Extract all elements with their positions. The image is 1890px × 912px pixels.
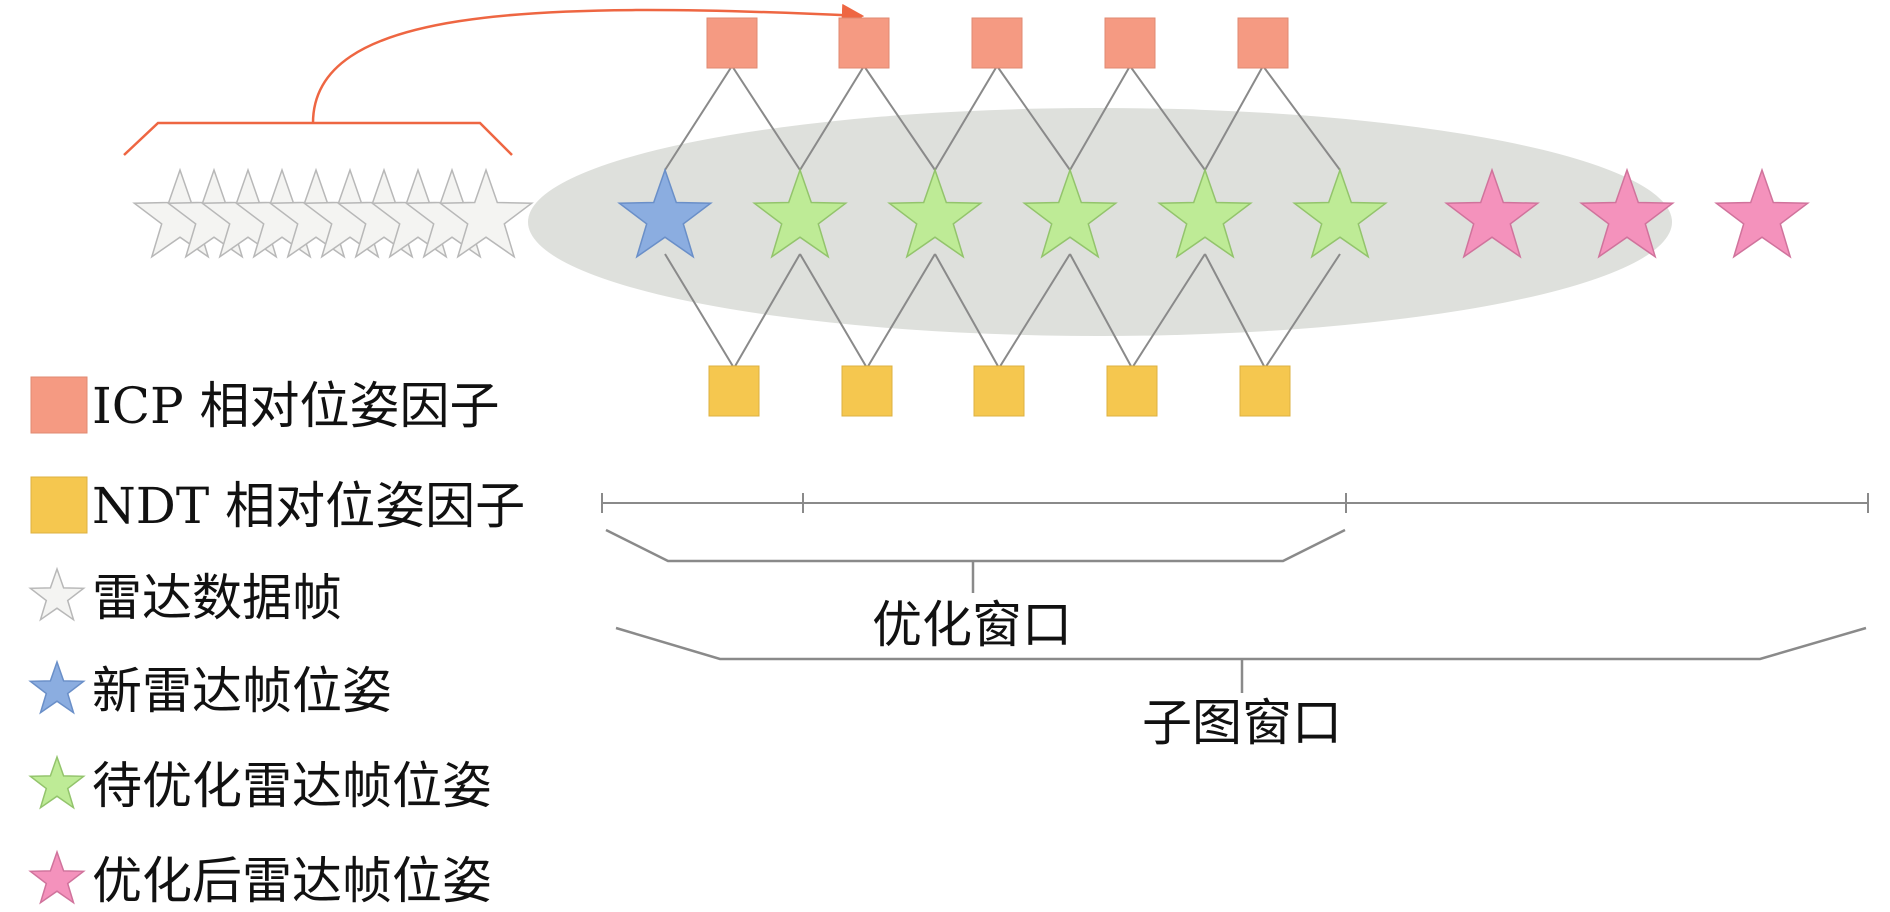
icp-factor-square <box>706 17 758 69</box>
legend-ndt-label: NDT 相对位姿因子 <box>92 477 525 535</box>
legend-item-new: 新雷达帧位姿 <box>28 659 392 720</box>
legend-new-star-icon <box>28 659 86 715</box>
pending-pose-star <box>1292 167 1388 259</box>
lidar-frame-stack <box>132 167 534 259</box>
legend-item-icp: ICP 相对位姿因子 <box>30 376 500 435</box>
ndt-factor-square <box>1106 365 1158 417</box>
optimization-window-bracket <box>605 528 1346 593</box>
legend-item-frame: 雷达数据帧 <box>28 566 342 627</box>
ndt-factor-square <box>841 365 893 417</box>
scan-to-factor-arrow <box>311 3 865 124</box>
legend-item-pending: 待优化雷达帧位姿 <box>28 754 492 815</box>
legend-frame-label: 雷达数据帧 <box>92 569 342 627</box>
legend-item-optimized: 优化后雷达帧位姿 <box>28 849 492 910</box>
submap-window-label: 子图窗口 <box>1142 694 1342 752</box>
frame-stack-bracket <box>123 121 513 156</box>
legend-icp-label: ICP 相对位姿因子 <box>92 377 500 435</box>
factor-squares <box>706 17 1291 417</box>
pending-pose-star <box>887 167 983 259</box>
icp-factor-square <box>838 17 890 69</box>
legend: ICP 相对位姿因子 NDT 相对位姿因子雷达数据帧新雷达帧位姿待优化雷达帧位姿优… <box>28 376 525 910</box>
legend-optimized-star-icon <box>28 849 86 905</box>
submap-window-bracket <box>615 626 1867 693</box>
pending-pose-star <box>1157 167 1253 259</box>
ndt-factor-square <box>708 365 760 417</box>
optimized-pose-star <box>1579 167 1675 259</box>
pose-stars <box>617 167 1810 259</box>
new-pose-star <box>617 167 713 259</box>
legend-pending-label: 待优化雷达帧位姿 <box>92 757 492 815</box>
legend-pending-star-icon <box>28 754 86 810</box>
icp-factor-square <box>1104 17 1156 69</box>
pending-pose-star <box>1022 167 1118 259</box>
ndt-factor-square <box>973 365 1025 417</box>
optimized-pose-star <box>1714 167 1810 259</box>
icp-factor-square <box>1237 17 1289 69</box>
legend-optimized-label: 优化后雷达帧位姿 <box>92 852 492 910</box>
icp-factor-square <box>971 17 1023 69</box>
legend-new-label: 新雷达帧位姿 <box>92 662 392 720</box>
legend-frame-star-icon <box>28 566 86 622</box>
optimized-pose-star <box>1444 167 1540 259</box>
legend-item-ndt: NDT 相对位姿因子 <box>30 476 525 535</box>
optimization-window-label: 优化窗口 <box>872 596 1072 654</box>
ndt-factor-square <box>1239 365 1291 417</box>
legend-icp-square-icon <box>30 376 88 434</box>
legend-ndt-square-icon <box>30 476 88 534</box>
window-timeline <box>601 493 1869 513</box>
pending-pose-star <box>752 167 848 259</box>
lidar-frame-star <box>438 167 534 259</box>
